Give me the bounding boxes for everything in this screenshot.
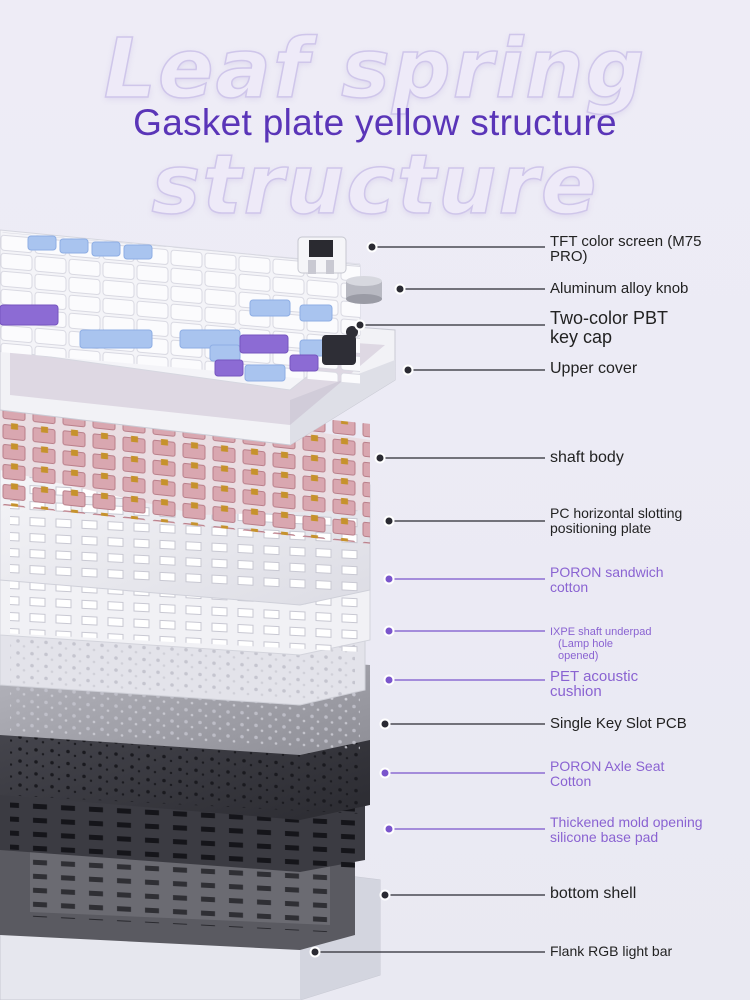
callout-text: PORON sandwich — [550, 564, 664, 580]
callout-text: Flank RGB light bar — [550, 943, 673, 959]
callout-silicone-pad: Thickened mold opening silicone base pad — [550, 815, 745, 845]
callout-text: key cap — [550, 327, 613, 347]
callout-text: PORON Axle Seat — [550, 758, 665, 774]
purple-keycaps — [0, 304, 319, 377]
callout-dots — [309, 241, 414, 958]
callout-pc-plate: PC horizontal slotting positioning plate — [550, 506, 745, 536]
callout-leaders — [315, 246, 545, 953]
callout-text: Two-color PBT — [550, 308, 669, 328]
page-title: Gasket plate yellow structure — [133, 102, 617, 143]
callout-text: silicone base pad — [550, 829, 659, 845]
callout-poron-axle: PORON Axle Seat Cotton — [550, 759, 745, 789]
callout-text: shaft body — [550, 449, 624, 466]
callout-text: Single Key Slot PCB — [550, 715, 687, 732]
callout-ixpe: IXPE shaft underpad (Lamp hole opened) — [550, 626, 745, 662]
callout-rgb-bar: Flank RGB light bar — [550, 944, 745, 959]
background-title-line1: Leaf spring — [103, 21, 647, 118]
callout-text: PC horizontal slotting — [550, 505, 683, 521]
exploded-keyboard-illustration — [0, 229, 545, 1000]
callout-text: Thickened mold opening — [550, 814, 703, 830]
callout-pet: PET acoustic cushion — [550, 669, 745, 699]
callout-bottom-shell: bottom shell — [550, 885, 745, 902]
callout-text: (Lamp hole — [558, 638, 614, 650]
callout-upper-cover: Upper cover — [550, 360, 745, 377]
callout-text: Upper cover — [550, 360, 638, 377]
background-title-line2: structure — [151, 137, 599, 234]
callout-pcb: Single Key Slot PCB — [550, 716, 745, 731]
callout-text: PRO) — [550, 248, 588, 265]
callout-text: cotton — [550, 579, 589, 595]
callout-text: PET acoustic — [550, 668, 639, 685]
callout-text: TFT color screen (M75 — [550, 233, 702, 250]
callout-text: IXPE shaft underpad — [550, 626, 652, 638]
callout-text: cushion — [550, 683, 602, 700]
callout-text: opened) — [558, 650, 599, 662]
tft-screen-module — [297, 236, 347, 274]
callout-text: bottom shell — [550, 885, 637, 902]
callout-shaft-body: shaft body — [550, 449, 745, 466]
callout-text: Cotton — [550, 773, 592, 789]
callout-tft-screen: TFT color screen (M75 PRO) — [550, 234, 745, 264]
callout-text: positioning plate — [550, 520, 652, 536]
callout-text: Aluminum alloy knob — [550, 280, 689, 297]
aluminum-knob — [346, 276, 382, 304]
callout-aluminum-knob: Aluminum alloy knob — [550, 281, 745, 296]
callout-poron-sandwich: PORON sandwich cotton — [550, 565, 745, 595]
callout-keycap: Two-color PBT key cap — [550, 309, 745, 347]
